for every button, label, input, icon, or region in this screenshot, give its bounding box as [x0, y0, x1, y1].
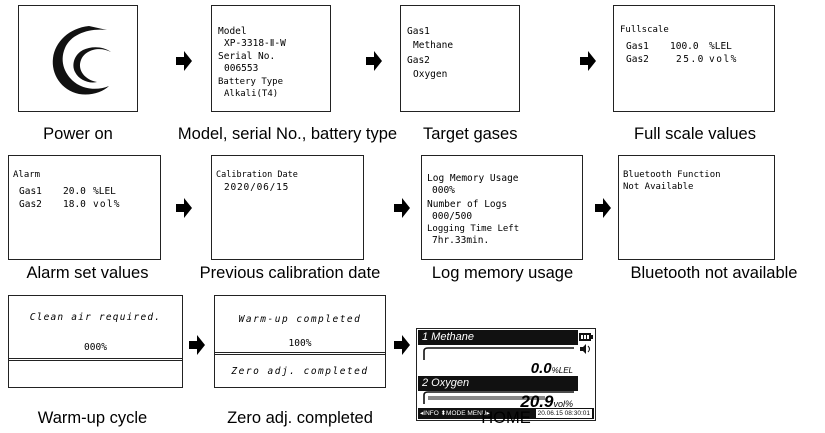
zero-adj-message-top: Warm-up completed	[238, 314, 362, 325]
footer-datetime: 20.06.15 08:30:01	[535, 409, 592, 418]
divider	[9, 358, 182, 361]
arrow-right-icon	[595, 198, 611, 218]
speaker-icon	[580, 344, 590, 354]
alarm-gas2: Gas2	[19, 199, 42, 210]
log-count-label: Number of Logs	[427, 199, 508, 210]
caption-calibration: Previous calibration date	[199, 264, 381, 282]
gas1-level-bar	[423, 347, 574, 360]
gas2-level-fill	[428, 396, 545, 400]
arrow-right-icon	[366, 51, 382, 71]
power-on-screen	[18, 5, 138, 112]
gas1-value: Methane	[413, 40, 454, 51]
gas2-unit: vol%	[553, 399, 573, 409]
calibration-date: 2020/06/15	[224, 182, 290, 193]
gas1-value: 0.0	[530, 360, 552, 377]
gas1-reading: 0.0%LEL	[531, 361, 573, 379]
battery-icon	[579, 333, 593, 341]
warmup-screen: Clean air required. 000%	[8, 295, 183, 388]
log-time-label: Logging Time Left	[427, 224, 520, 234]
arrow-right-icon	[580, 51, 596, 71]
home-screen: 1 Methane 0.0%LEL 2 Oxygen 20.9vol% ◂INF…	[416, 328, 596, 421]
zero-adj-screen: Warm-up completed 100% Zero adj. complet…	[214, 295, 386, 388]
caption-home: HOME	[481, 409, 531, 427]
gas2-value: Oxygen	[413, 69, 448, 80]
divider	[215, 352, 385, 355]
home-footer: ◂INFO ⬍MODE MENU▸ 20.06.15 08:30:01	[418, 408, 594, 419]
log-count-value: 000/500	[432, 211, 473, 222]
caption-zero-adj: Zero adj. completed	[227, 409, 373, 427]
footer-menu-hints: ◂INFO ⬍MODE MENU▸	[420, 410, 490, 417]
arrow-right-icon	[176, 51, 192, 71]
gas2-level-bar	[423, 391, 574, 404]
caption-log-memory: Log memory usage	[431, 264, 574, 282]
arrow-right-icon	[176, 198, 192, 218]
alarm-gas1: Gas1	[19, 186, 42, 197]
gas2-label: Gas2	[407, 55, 430, 66]
log-usage-value: 000%	[432, 185, 455, 196]
caption-target-gases: Target gases	[423, 125, 518, 143]
gas1-label: Gas1	[407, 26, 430, 37]
battery-value: Alkali(T4)	[224, 89, 279, 99]
bluetooth-line1: Bluetooth Function	[623, 170, 721, 180]
fullscale-gas1: Gas1	[626, 41, 649, 52]
arrow-right-icon	[394, 335, 410, 355]
fullscale-title: Fullscale	[620, 25, 669, 35]
fullscale-gas2: Gas2	[626, 54, 649, 65]
serial-label: Serial No.	[218, 51, 276, 62]
model-screen: Model XP-3318-Ⅱ-W Serial No. 006553 Batt…	[211, 5, 331, 112]
caption-fullscale: Full scale values	[634, 125, 756, 143]
fullscale-gas2-unit: vol%	[709, 54, 738, 65]
alarm-gas1-unit: %LEL	[93, 186, 116, 197]
fullscale-gas1-unit: %LEL	[709, 41, 732, 52]
calibration-title: Calibration Date	[216, 170, 298, 180]
fullscale-gas1-value: 100.0	[670, 41, 699, 52]
caption-power-on: Power on	[43, 125, 113, 143]
caption-bluetooth: Bluetooth not available	[630, 264, 798, 282]
zero-adj-percent: 100%	[288, 338, 312, 349]
warmup-message: Clean air required.	[29, 312, 162, 323]
fullscale-screen: Fullscale Gas1 100.0 %LEL Gas2 25.0 vol%	[613, 5, 775, 112]
model-value: XP-3318-Ⅱ-W	[224, 38, 286, 49]
alarm-gas2-unit: vol%	[93, 199, 121, 210]
arrow-right-icon	[394, 198, 410, 218]
gas2-reading: 20.9vol%	[520, 393, 573, 413]
caption-warmup: Warm-up cycle	[37, 409, 148, 427]
log-memory-screen: Log Memory Usage 000% Number of Logs 000…	[421, 155, 583, 260]
alarm-gas1-value: 20.0	[63, 186, 86, 197]
zero-adj-message-bottom: Zero adj. completed	[231, 366, 369, 377]
alarm-gas2-value: 18.0	[63, 199, 86, 210]
alarm-screen: Alarm Gas1 20.0 %LEL Gas2 18.0 vol%	[8, 155, 161, 260]
target-gases-screen: Gas1 Methane Gas2 Oxygen	[400, 5, 520, 112]
bluetooth-screen: Bluetooth Function Not Available	[618, 155, 775, 260]
log-time-value: 7hr.33min.	[432, 235, 490, 246]
caption-model: Model, serial No., battery type	[177, 125, 398, 143]
warmup-percent: 000%	[84, 342, 107, 353]
gas2-header: 2 Oxygen	[418, 376, 578, 391]
arrow-right-icon	[189, 335, 205, 355]
alarm-title: Alarm	[13, 170, 41, 180]
bluetooth-line2: Not Available	[623, 182, 694, 192]
gas2-value: 20.9	[520, 392, 554, 411]
gas1-unit: %LEL	[551, 366, 573, 375]
caption-alarm: Alarm set values	[26, 264, 149, 282]
serial-value: 006553	[224, 63, 259, 74]
log-usage-label: Log Memory Usage	[427, 173, 519, 184]
gas1-header: 1 Methane	[418, 330, 578, 345]
calibration-screen: Calibration Date 2020/06/15	[211, 155, 364, 260]
fullscale-gas2-value: 25.0	[676, 54, 705, 65]
battery-label: Battery Type	[218, 77, 284, 87]
model-label: Model	[218, 26, 247, 37]
company-logo-icon	[52, 26, 111, 95]
